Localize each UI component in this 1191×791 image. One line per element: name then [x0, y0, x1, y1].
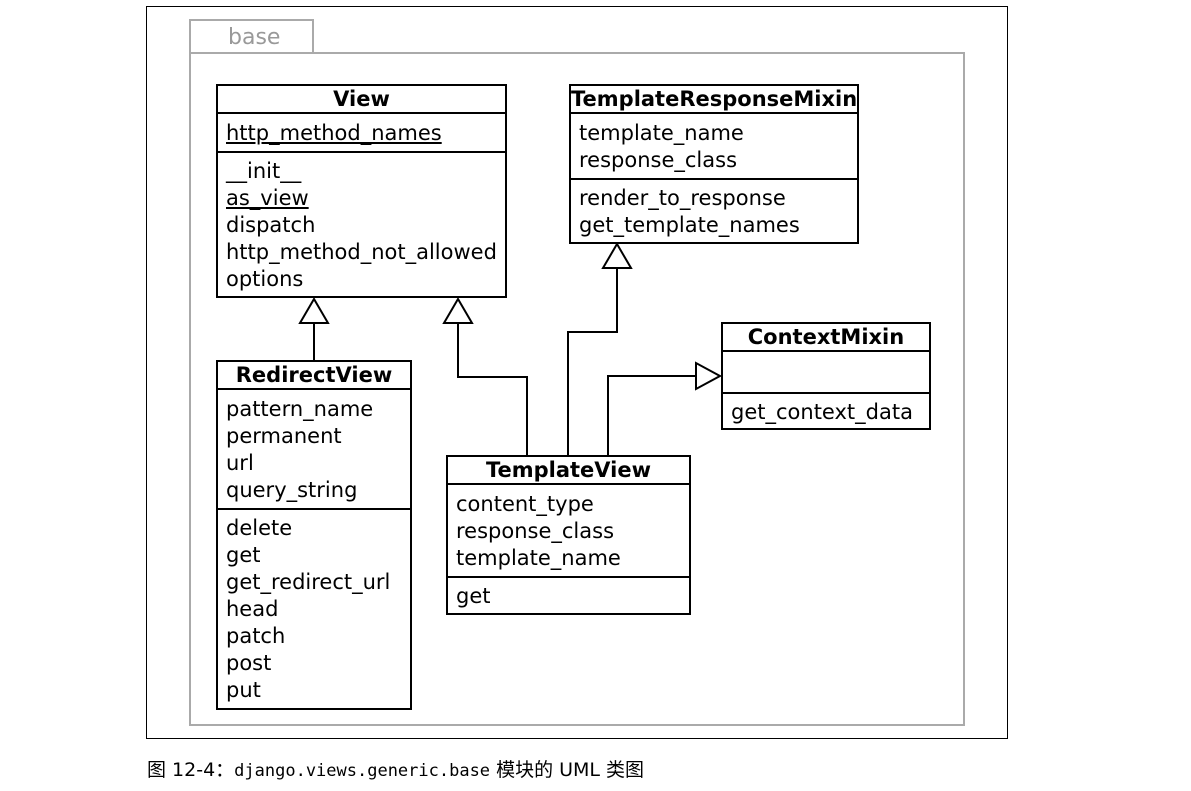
class-contextmixin: ContextMixin get_context_data	[721, 322, 931, 430]
methods-section: delete get get_redirect_url head patch p…	[218, 510, 410, 704]
attribute: response_class	[579, 148, 738, 172]
package-tab: base	[189, 19, 314, 52]
method: http_method_not_allowed	[226, 240, 497, 264]
method: head	[226, 597, 279, 621]
link-templateview-contextmixin	[607, 375, 696, 455]
attributes-section: content_type response_class template_nam…	[448, 485, 689, 578]
attribute: http_method_names	[226, 121, 442, 145]
method: get	[456, 584, 491, 608]
method: __init__	[226, 159, 302, 183]
method: render_to_response	[579, 186, 786, 210]
method: get_template_names	[579, 213, 800, 237]
class-name: TemplateView	[448, 457, 689, 485]
caption-prefix: 图 12-4：	[147, 759, 235, 781]
method: patch	[226, 624, 286, 648]
attribute: url	[226, 451, 254, 475]
caption-suffix: 模块的 UML 类图	[490, 759, 645, 781]
attribute: template_name	[456, 546, 621, 570]
method: as_view	[226, 186, 309, 210]
class-name: ContextMixin	[723, 324, 929, 352]
method: dispatch	[226, 213, 316, 237]
method: get_context_data	[731, 400, 913, 424]
attributes-section: template_name response_class	[571, 114, 857, 180]
method: get	[226, 543, 261, 567]
attribute: permanent	[226, 424, 342, 448]
methods-section: __init__ as_view dispatch http_method_no…	[218, 153, 505, 293]
attributes-section	[723, 352, 929, 394]
generalization-arrow-templateresponsemixin	[601, 242, 633, 269]
attribute: pattern_name	[226, 397, 374, 421]
method: post	[226, 651, 272, 675]
attribute: response_class	[456, 519, 615, 543]
methods-section: get	[448, 578, 689, 610]
methods-section: get_context_data	[723, 394, 929, 426]
class-redirectview: RedirectView pattern_name permanent url …	[216, 360, 412, 710]
methods-section: render_to_response get_template_names	[571, 180, 857, 239]
attribute: query_string	[226, 478, 358, 502]
figure-frame	[146, 6, 1008, 739]
generalization-arrow-templateview-view	[442, 297, 474, 324]
attributes-section: http_method_names	[218, 114, 505, 153]
attributes-section: pattern_name permanent url query_string	[218, 390, 410, 510]
class-view: View http_method_names __init__ as_view …	[216, 84, 507, 298]
class-name: TemplateResponseMixin	[571, 86, 857, 114]
class-name: View	[218, 86, 505, 114]
method: get_redirect_url	[226, 570, 391, 594]
attribute: template_name	[579, 121, 744, 145]
method: delete	[226, 516, 293, 540]
package-boundary	[189, 52, 965, 726]
generalization-arrow-contextmixin	[695, 361, 723, 391]
caption-module: django.views.generic.base	[234, 761, 491, 781]
class-templateresponsemixin: TemplateResponseMixin template_name resp…	[569, 84, 859, 244]
generalization-arrow-redirectview	[298, 297, 330, 324]
link-templateview-templateresponsemixin	[567, 268, 618, 455]
link-templateview-view	[457, 323, 528, 455]
method: put	[226, 678, 261, 702]
class-name: RedirectView	[218, 362, 410, 390]
figure-caption: 图 12-4：django.views.generic.base 模块的 UML…	[147, 758, 644, 783]
class-templateview: TemplateView content_type response_class…	[446, 455, 691, 615]
attribute: content_type	[456, 492, 594, 516]
method: options	[226, 267, 304, 291]
